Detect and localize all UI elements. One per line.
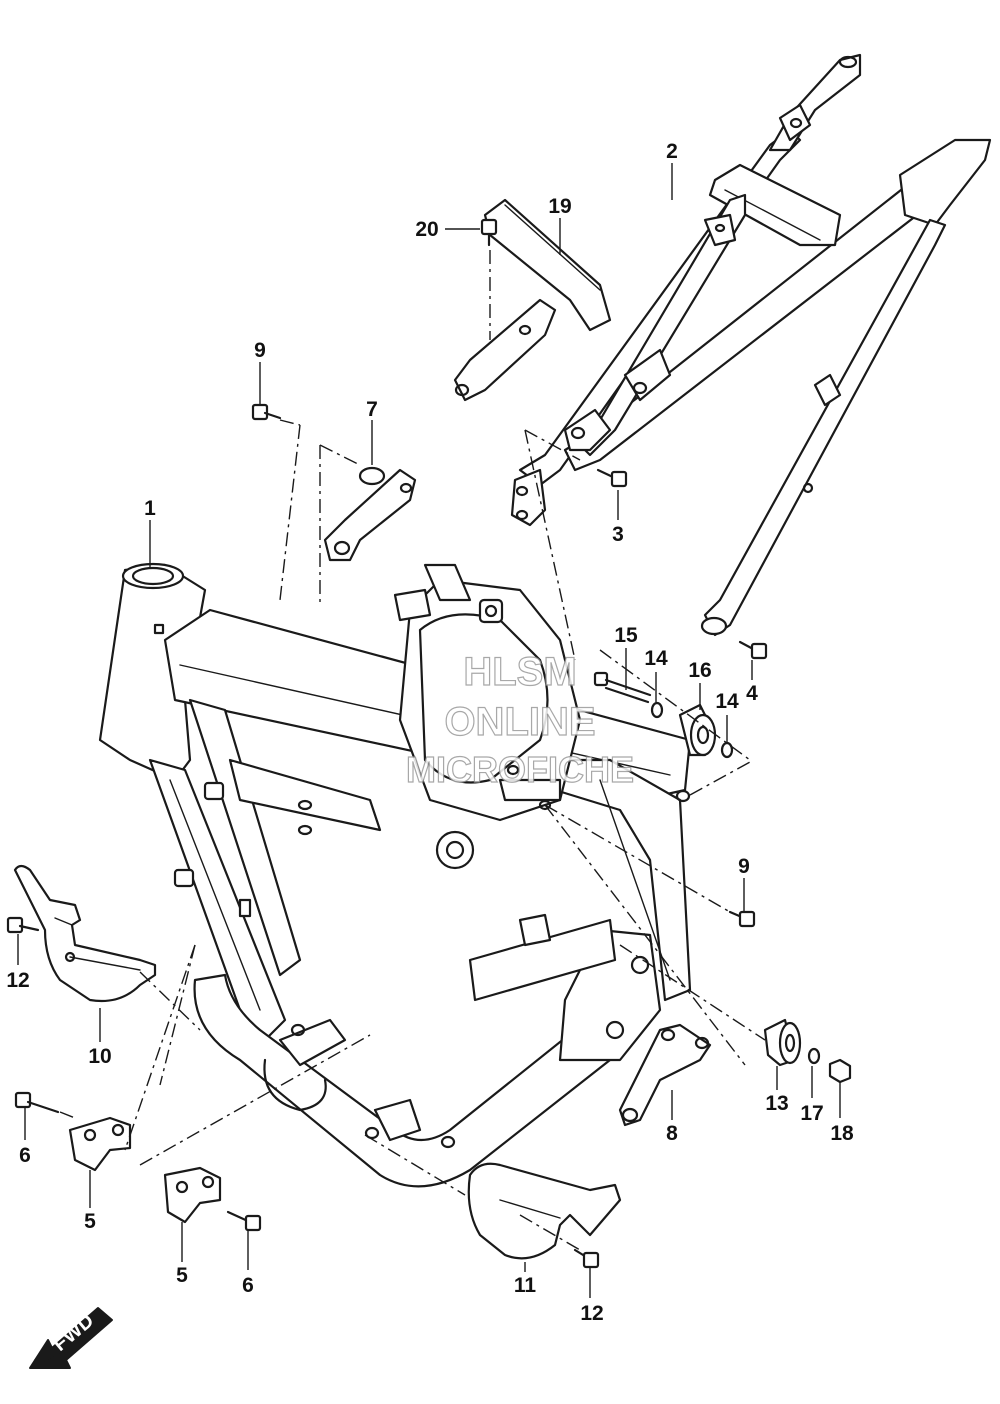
bolt-part-6-b	[226, 1210, 262, 1232]
collar-part-13	[763, 1018, 802, 1067]
callout-6-b: 6	[242, 1274, 254, 1297]
nut-part-18	[828, 1058, 852, 1084]
washer-part-14-b	[720, 741, 734, 759]
bracket-part-5-b	[163, 1166, 222, 1224]
part-callouts: 1 2 3 4 5 5 6 6 7 8 9 9 10 11 12 12 13 1…	[6, 140, 854, 1325]
callout-3: 3	[612, 523, 624, 546]
frame-guard-part-10	[13, 864, 157, 1003]
bolt-part-9-a	[251, 403, 282, 421]
main-frame	[98, 562, 692, 1188]
callout-10: 10	[88, 1045, 111, 1068]
callout-6-a: 6	[19, 1144, 31, 1167]
fwd-arrow-icon: FWD	[29, 1307, 113, 1369]
callout-2: 2	[666, 140, 678, 163]
bolt-part-3	[596, 468, 628, 488]
bolt-part-4	[738, 640, 768, 660]
callout-9-b: 9	[738, 855, 750, 878]
bolt-part-20	[480, 218, 498, 247]
callout-15: 15	[614, 624, 638, 647]
callout-18: 18	[830, 1122, 854, 1145]
bolt-part-15	[593, 671, 652, 704]
callout-8: 8	[666, 1122, 678, 1145]
callout-1: 1	[144, 497, 156, 520]
watermark-line-1: HLSM	[463, 650, 576, 694]
callout-14-b: 14	[715, 690, 739, 713]
bolt-part-12-b	[573, 1248, 600, 1269]
watermark: HLSM ONLINE MICROFICHE	[405, 649, 634, 790]
callout-11: 11	[514, 1274, 537, 1297]
frame-guard-part-11	[467, 1162, 622, 1260]
callout-5-a: 5	[84, 1210, 96, 1233]
callout-12-b: 12	[580, 1302, 603, 1325]
callout-12-a: 12	[6, 969, 29, 992]
rear-subframe	[510, 53, 992, 637]
bracket-part-19	[453, 198, 612, 402]
callout-5-b: 5	[176, 1264, 188, 1287]
bolt-part-9-b	[728, 910, 756, 928]
bracket-part-5-a	[68, 1116, 132, 1172]
callout-14-a: 14	[644, 647, 668, 670]
callout-7: 7	[366, 398, 378, 421]
watermark-line-3: MICROFICHE	[406, 749, 634, 790]
washer-part-14-a	[650, 701, 664, 719]
leader-lines	[17, 163, 841, 1298]
watermark-line-2: ONLINE	[444, 700, 595, 744]
washer-part-17	[807, 1047, 821, 1065]
callout-13: 13	[765, 1092, 788, 1115]
assembly-lines	[59, 250, 766, 1251]
callout-9-a: 9	[254, 339, 266, 362]
callout-19: 19	[548, 195, 571, 218]
callout-4: 4	[746, 682, 758, 705]
bolt-part-6-a	[14, 1091, 60, 1114]
callout-17: 17	[800, 1102, 823, 1125]
engine-hanger-part-8	[618, 1023, 712, 1127]
engine-hanger-part-7	[323, 466, 417, 562]
callout-20: 20	[415, 218, 438, 241]
bolt-part-12-a	[6, 916, 40, 934]
collar-part-16	[678, 703, 717, 757]
callout-16: 16	[688, 659, 711, 682]
